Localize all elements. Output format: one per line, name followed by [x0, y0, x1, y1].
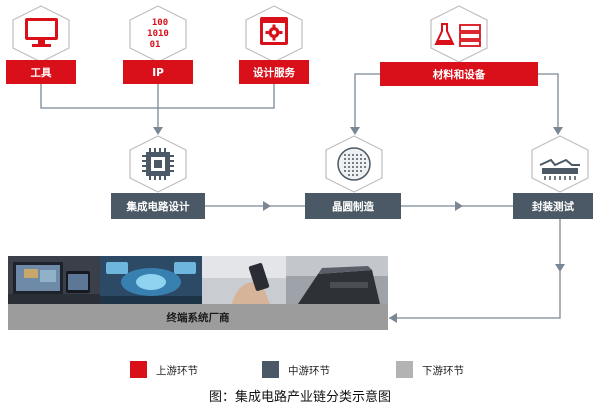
- label-box: [239, 60, 309, 84]
- wafer-die: [348, 170, 350, 172]
- monitor-icon: [25, 18, 58, 47]
- wafer-die: [348, 162, 350, 164]
- arrow-into-terminal: [389, 313, 397, 323]
- arrow-flow-1: [263, 201, 271, 211]
- photo-mobile-phone: [202, 256, 286, 304]
- label-tools: 工具: [31, 67, 52, 79]
- label-ic-design: 集成电路设计: [126, 200, 190, 213]
- connector-materials-to-wafer: [354, 73, 380, 128]
- binary-line-2: 1010: [147, 29, 169, 39]
- wafer-die: [344, 158, 346, 160]
- arrow-into-wafer: [350, 127, 360, 135]
- label-wafer-manufacturing: 晶圆制造: [332, 200, 374, 213]
- wafer-die: [348, 166, 350, 168]
- package-icon: [539, 158, 580, 180]
- legend-swatch-upstream: [130, 361, 147, 378]
- node-tools: 工具: [6, 5, 76, 84]
- gear-window-icon: [260, 17, 288, 45]
- flask-server-icon: [434, 23, 481, 47]
- label-box: [123, 60, 193, 84]
- wafer-die: [348, 174, 350, 176]
- wafer-die: [364, 166, 366, 168]
- legend-label-upstream: 上游环节: [156, 364, 198, 377]
- wafer-die: [344, 166, 346, 168]
- label-terminal-vendors: 终端系统厂商: [167, 311, 230, 324]
- wafer-die: [352, 154, 354, 156]
- wafer-die: [352, 166, 354, 168]
- wafer-die: [344, 170, 346, 172]
- label-box: [380, 62, 538, 86]
- connector-packaging-to-terminal: [389, 219, 561, 319]
- hex-frame: [531, 135, 589, 193]
- node-ic-design: 集成电路设计: [111, 135, 205, 219]
- wafer-die: [356, 162, 358, 164]
- label-design-service: 设计服务: [253, 66, 295, 79]
- chip-icon: [142, 148, 174, 180]
- wafer-die: [356, 158, 358, 160]
- legend-swatch-midstream: [262, 361, 279, 378]
- node-ip: 100 1010 01 IP: [123, 5, 193, 84]
- wafer-die: [352, 170, 354, 172]
- wafer-die: [356, 170, 358, 172]
- arrow-flow-2: [455, 201, 463, 211]
- connectors: [40, 73, 565, 323]
- legend-label-downstream: 下游环节: [422, 364, 464, 377]
- binary-line-3: 01: [150, 40, 161, 50]
- binary-code-icon: 100 1010 01: [147, 18, 169, 50]
- figure-caption: 图：集成电路产业链分类示意图: [209, 389, 391, 405]
- wafer-die: [356, 154, 358, 156]
- wafer-die: [360, 166, 362, 168]
- wafer-die: [356, 174, 358, 176]
- arrow-into-ic-design: [153, 127, 163, 135]
- wafer-die: [352, 174, 354, 176]
- photo-consumer-electronics: [8, 256, 100, 304]
- label-materials-equipment: 材料和设备: [432, 68, 486, 81]
- wafer-die: [352, 162, 354, 164]
- label-box: [111, 193, 205, 219]
- wafer-die: [360, 170, 362, 172]
- label-box: [513, 193, 593, 219]
- node-wafer-manufacturing: 晶圆制造: [305, 135, 401, 219]
- legend-swatch-downstream: [396, 361, 413, 378]
- wafer-die: [348, 158, 350, 160]
- photo-home-appliance: [286, 256, 388, 304]
- binary-line-1: 100: [152, 18, 168, 28]
- wafer-dies: [344, 154, 366, 176]
- wafer-die: [364, 162, 366, 164]
- wafer-die: [348, 154, 350, 156]
- legend-item-downstream: 下游环节: [396, 361, 464, 378]
- terminal-bar: [8, 304, 388, 330]
- label-box: [305, 193, 401, 219]
- wafer-die: [356, 166, 358, 168]
- connector-materials-to-packaging: [538, 73, 559, 128]
- label-box: [6, 60, 76, 84]
- legend-label-midstream: 中游环节: [288, 364, 330, 377]
- legend-item-midstream: 中游环节: [262, 361, 330, 378]
- wafer-die: [344, 162, 346, 164]
- wafer-die: [360, 158, 362, 160]
- node-design-service: 设计服务: [239, 5, 309, 84]
- wafer-die: [360, 154, 362, 156]
- photo-automotive-dashboard: [100, 256, 202, 304]
- wafer-die: [360, 162, 362, 164]
- wafer-die: [364, 158, 366, 160]
- legend-item-upstream: 上游环节: [130, 361, 198, 378]
- label-packaging-testing: 封装测试: [532, 200, 574, 213]
- node-packaging-testing: 封装测试: [513, 135, 593, 219]
- label-ip: IP: [152, 67, 164, 79]
- arrow-into-packaging: [553, 127, 563, 135]
- legend: 上游环节 中游环节 下游环节: [130, 361, 464, 378]
- arrow-down-1: [555, 264, 565, 272]
- hex-frame: [430, 5, 488, 63]
- wafer-die: [352, 158, 354, 160]
- wafer-die: [344, 154, 346, 156]
- node-materials-equipment: 材料和设备: [380, 5, 538, 86]
- wafer-icon: [337, 147, 371, 181]
- node-terminal-vendors: 终端系统厂商: [8, 256, 388, 330]
